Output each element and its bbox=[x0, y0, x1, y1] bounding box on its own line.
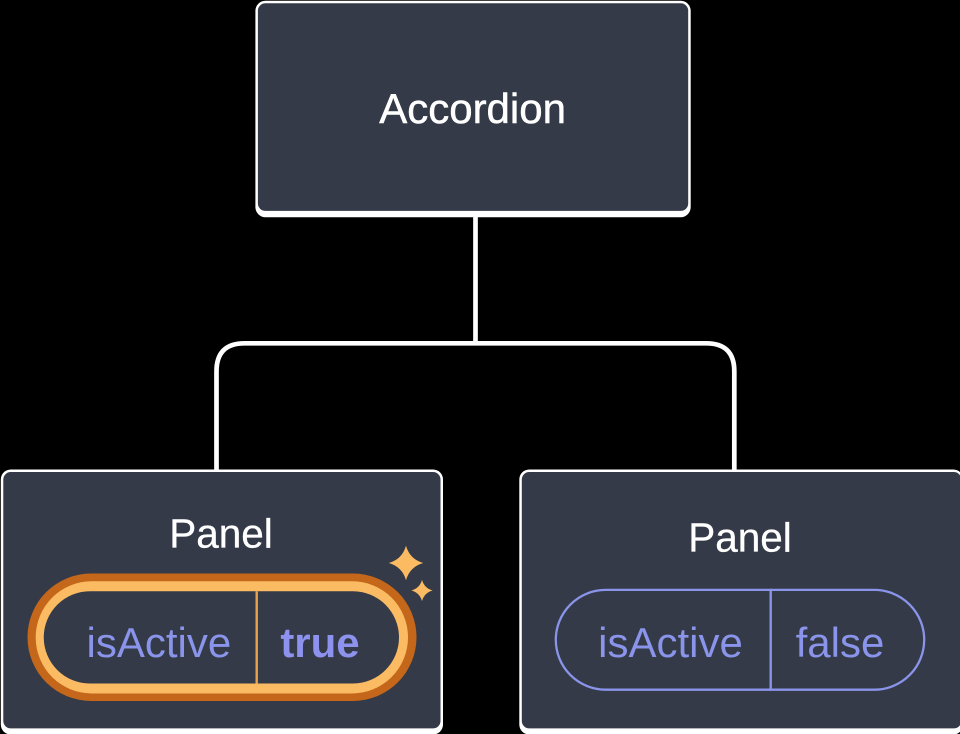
svg-text:isActive: isActive bbox=[598, 619, 743, 666]
svg-text:Panel: Panel bbox=[169, 510, 273, 556]
svg-text:false: false bbox=[796, 619, 885, 666]
svg-text:isActive: isActive bbox=[87, 619, 232, 666]
svg-text:true: true bbox=[280, 619, 359, 666]
svg-text:Panel: Panel bbox=[688, 515, 792, 561]
svg-text:Accordion: Accordion bbox=[379, 85, 566, 132]
